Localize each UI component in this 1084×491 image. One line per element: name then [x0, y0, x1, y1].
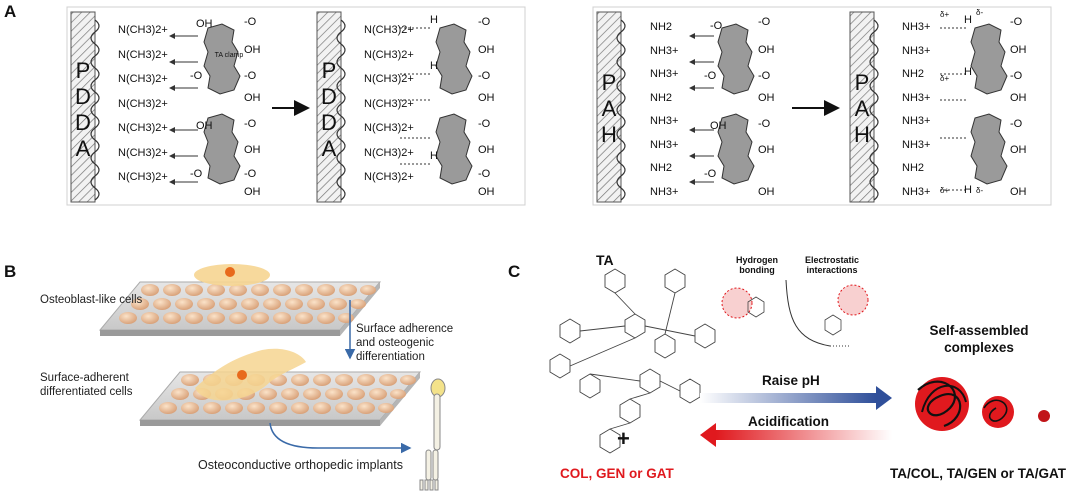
- pdda-groups-1: N(CH3)2+N(CH3)2+N(CH3)2+N(CH3)2+ N(CH3)2…: [118, 24, 168, 183]
- products-label: TA/COL, TA/GEN or TA/GAT: [890, 466, 1066, 481]
- implant-arrow: [269, 422, 412, 454]
- pdda-vertical-label-1: PDDA: [75, 58, 91, 161]
- implant-label: Osteoconductive orthopedic implants: [198, 458, 403, 472]
- adherent-cell: [195, 348, 306, 401]
- panel-a-diagram: [66, 6, 1052, 206]
- raise-ph-label: Raise pH: [762, 373, 820, 388]
- adherent-nucleus: [237, 370, 247, 380]
- pdda-substrate-2: [316, 11, 342, 203]
- interaction-inset: [721, 279, 869, 347]
- raise-ph-arrow: [700, 386, 892, 410]
- adherent-label: Surface-adherent differentiated cells: [40, 372, 133, 398]
- reagents-label: COL, GEN or GAT: [560, 466, 674, 481]
- process-label: Surface adherence and osteogenic differe…: [356, 323, 454, 363]
- pdda-vertical-label-2: PDDA: [321, 58, 337, 161]
- pdda-groups-2: N(CH3)2+N(CH3)2+N(CH3)2+N(CH3)2+ N(CH3)2…: [364, 24, 414, 183]
- pah-substrate-1: [596, 11, 622, 203]
- pah-vertical-label-2: PAH: [854, 70, 870, 147]
- ta-clamp-label: TA clamp: [214, 52, 244, 59]
- electrostatic-label: Electrostatic interactions: [804, 255, 860, 275]
- complex-medium: [982, 396, 1014, 428]
- panel-c-diagram: [549, 268, 1050, 454]
- self-assembled-label: Self-assembled complexes: [929, 323, 1029, 355]
- ta-title: TA: [596, 252, 614, 268]
- panel-b-letter: B: [4, 262, 17, 281]
- acidification-arrow: [700, 423, 892, 447]
- osteoblast-label: Osteoblast-like cells: [40, 294, 143, 306]
- hydrogen-bond-dots: [400, 27, 966, 191]
- osteoblast-nucleus: [225, 267, 235, 277]
- pah-substrate-2: [849, 11, 875, 203]
- panel-c-letter: C: [508, 262, 521, 281]
- acidification-label: Acidification: [748, 414, 830, 429]
- pdda-substrate-1: [70, 11, 96, 203]
- complex-small: [1038, 410, 1050, 422]
- implant-bone-icon: [419, 378, 446, 491]
- hbond-label: Hydrogen bonding: [735, 255, 778, 275]
- ta-structure: [549, 268, 716, 454]
- bead-spheres-1: [119, 284, 376, 324]
- pah-vertical-label-1: PAH: [601, 70, 617, 147]
- ta-molecules: [203, 23, 1008, 185]
- polymer-chains: [90, 19, 879, 201]
- attraction-arrows: [169, 33, 714, 185]
- panel-b-diagram: [98, 264, 446, 491]
- panel-a-letter: A: [4, 2, 17, 21]
- plus-sign: +: [617, 426, 630, 451]
- complex-large: [915, 377, 969, 431]
